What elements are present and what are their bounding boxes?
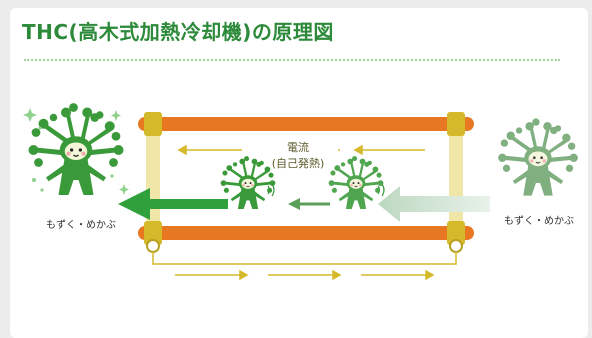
mascot-right-label: もずく・めかぶ [504,216,574,227]
current-sub-label: (自己発熱) [271,157,325,170]
mascot-seaweed-icon [498,118,578,196]
output-arrow [118,188,228,220]
connector-circle-icon [449,239,463,253]
current-label: 電流 [258,139,338,155]
left-post-cap-top [144,112,162,136]
mascot-seaweed-icon [28,103,124,195]
diagram-card [10,8,588,338]
current-wire [152,252,457,265]
input-arrow [378,186,490,222]
page-title: THC(高木式加熱冷却機)の原理図 [22,20,334,44]
arrow-left-icon [288,198,330,210]
mascot-left-label: もずく・めかぶ [46,220,116,231]
right-post-cap-top [447,112,465,136]
bottom-rail [138,226,474,240]
sparkle-icon [23,108,129,195]
right-post-cap-bottom [447,221,465,245]
left-post-cap-bottom [144,221,162,245]
title-divider [24,59,560,61]
arrow-right-icon [175,269,435,281]
connector-circle-icon [146,239,160,253]
top-rail [138,117,474,131]
